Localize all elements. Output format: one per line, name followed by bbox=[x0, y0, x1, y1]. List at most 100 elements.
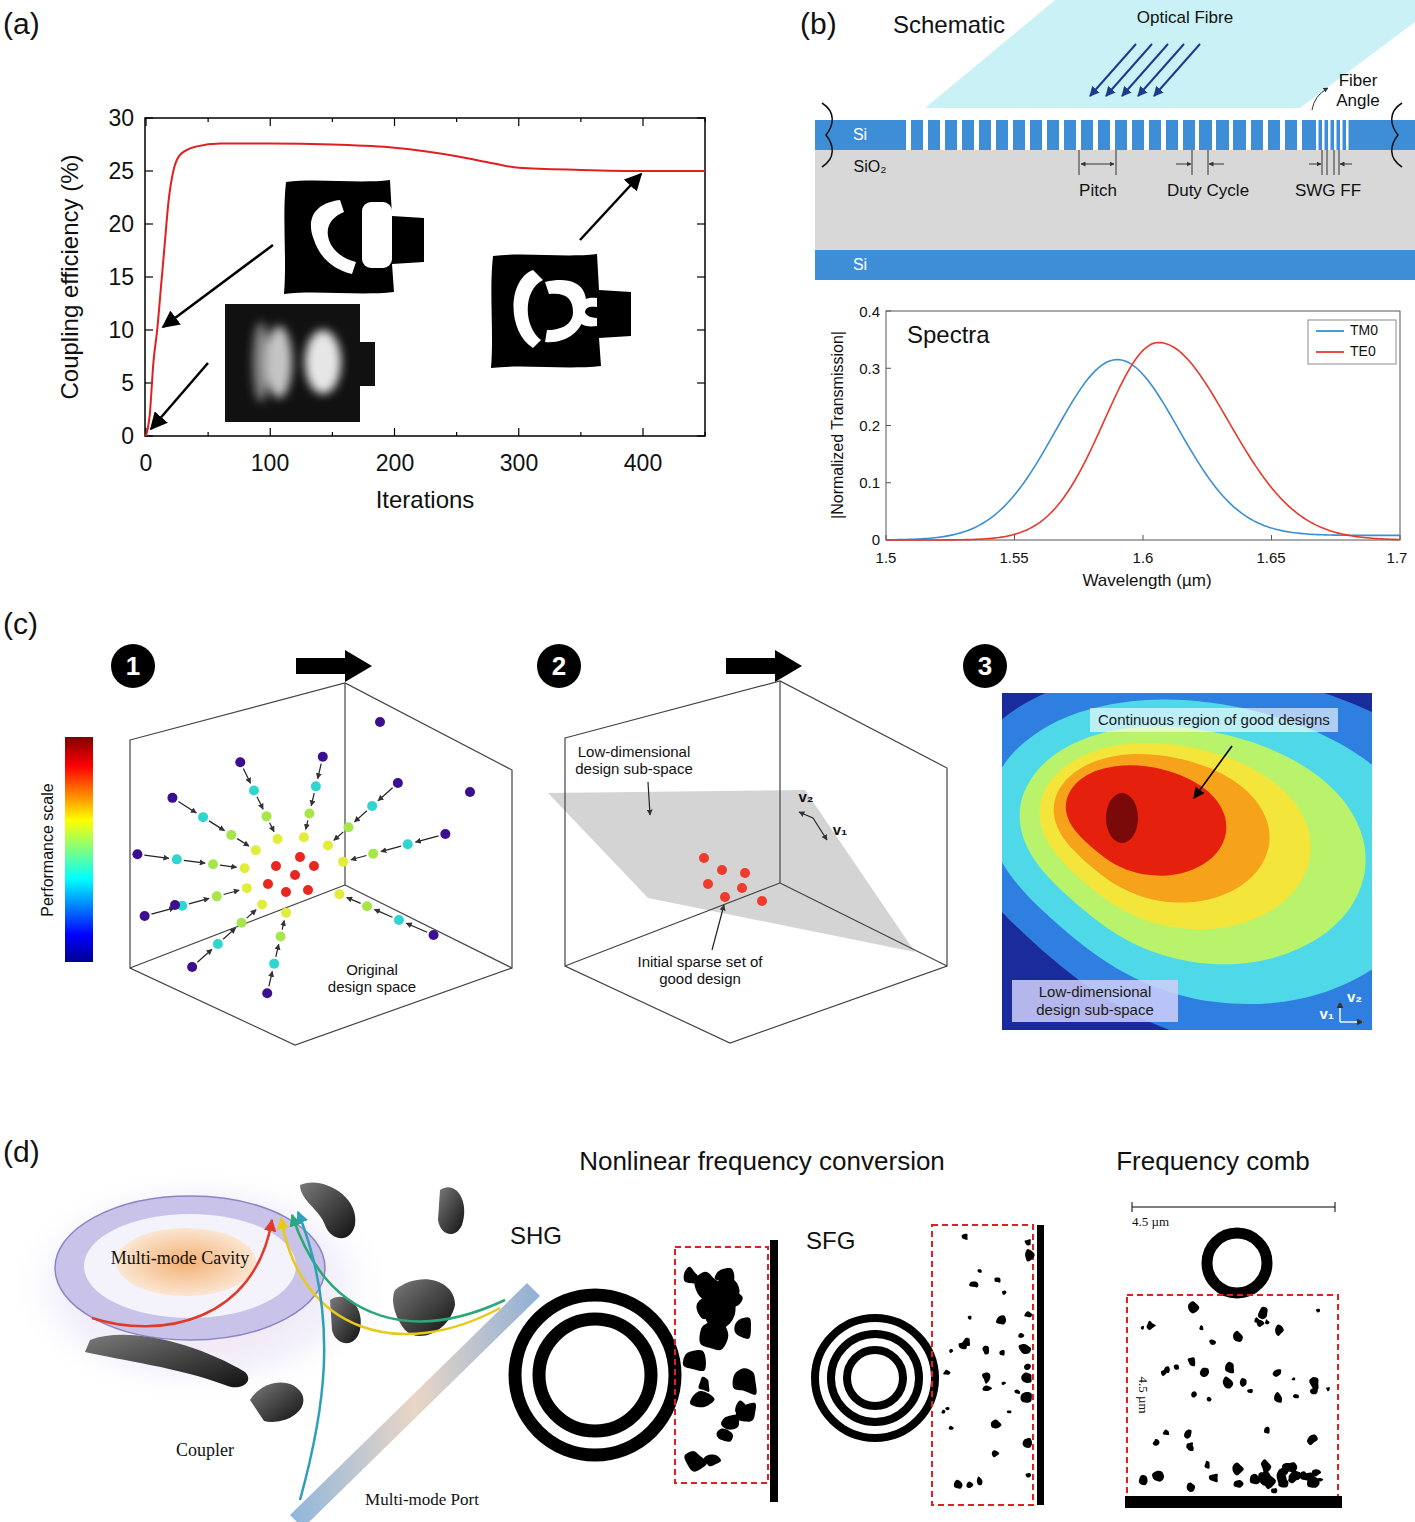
grating-gap bbox=[1195, 120, 1199, 150]
design-point bbox=[172, 854, 182, 864]
design-point bbox=[281, 887, 291, 897]
tick-label: 100 bbox=[251, 450, 289, 476]
part-label: Multi-mode Port bbox=[365, 1490, 479, 1510]
material-blob bbox=[991, 1419, 1002, 1428]
step-number-circle: 1 bbox=[111, 644, 155, 688]
tick-label: 1.7 bbox=[1387, 549, 1408, 566]
tick bbox=[394, 118, 395, 126]
design-point bbox=[257, 899, 267, 909]
vector-label: v₁ bbox=[833, 821, 848, 838]
dimension-marks bbox=[1334, 150, 1335, 175]
material-blob bbox=[1026, 1473, 1032, 1478]
material-blob bbox=[1024, 1311, 1032, 1317]
cavity-illustration bbox=[393, 1279, 455, 1336]
legend-line bbox=[1316, 330, 1344, 332]
tick bbox=[145, 170, 153, 171]
material-blob bbox=[968, 1316, 972, 1320]
move-arrow bbox=[184, 860, 205, 863]
light-arrows bbox=[1154, 44, 1200, 96]
tick bbox=[208, 118, 209, 122]
grating-gap bbox=[1144, 120, 1149, 150]
material-blob bbox=[736, 1403, 756, 1422]
design-point bbox=[303, 885, 313, 895]
design-point bbox=[299, 832, 309, 842]
material-blob bbox=[1209, 1474, 1218, 1482]
material-blob bbox=[1326, 1387, 1330, 1391]
contour-level bbox=[1040, 743, 1311, 930]
tick bbox=[886, 311, 891, 312]
pointer-arrow bbox=[151, 363, 208, 429]
design-point bbox=[272, 834, 282, 844]
grating-teeth bbox=[906, 120, 1349, 150]
tick bbox=[697, 117, 705, 118]
design-cube bbox=[344, 683, 345, 885]
contour-map bbox=[1002, 693, 1372, 1030]
sfg-device bbox=[815, 1318, 935, 1438]
material-blob bbox=[1021, 1372, 1031, 1382]
grating-gap bbox=[923, 120, 928, 150]
move-arrow bbox=[374, 909, 392, 917]
design-point bbox=[132, 849, 142, 859]
material-blob bbox=[1188, 1357, 1196, 1366]
move-arrow bbox=[223, 928, 235, 939]
design-inset bbox=[253, 322, 341, 402]
material-blob bbox=[1163, 1429, 1169, 1435]
material-blob bbox=[996, 1315, 1006, 1324]
material-blob bbox=[733, 1368, 757, 1395]
move-arrow bbox=[237, 839, 249, 846]
material-blob bbox=[1275, 1324, 1284, 1336]
design-point bbox=[262, 811, 272, 821]
tick bbox=[697, 329, 705, 330]
move-arrow bbox=[224, 890, 240, 894]
efficiency-curve bbox=[146, 143, 705, 436]
grating-gap bbox=[1263, 120, 1268, 150]
tick bbox=[642, 428, 643, 436]
contour-level bbox=[1020, 726, 1366, 964]
good-designs bbox=[703, 879, 713, 889]
material-blob bbox=[1265, 1319, 1270, 1324]
design-point bbox=[198, 812, 208, 822]
design-point bbox=[311, 781, 321, 791]
dimension-marks bbox=[1079, 150, 1080, 175]
tick-label: 0.1 bbox=[859, 474, 880, 491]
design-inset bbox=[305, 330, 341, 394]
good-designs bbox=[717, 865, 727, 875]
layer-label: SiO₂ bbox=[854, 158, 887, 176]
material-blob bbox=[982, 1346, 989, 1355]
leader-line bbox=[1194, 746, 1232, 798]
contour-level bbox=[1054, 754, 1270, 902]
comb-device bbox=[1132, 1207, 1335, 1208]
move-arrow bbox=[406, 923, 427, 932]
design-cube bbox=[565, 681, 947, 1043]
move-arrow bbox=[269, 971, 273, 986]
step-number-circle: 3 bbox=[963, 644, 1007, 688]
sfg-device bbox=[815, 1225, 1044, 1505]
design-point bbox=[290, 870, 300, 880]
material-blob bbox=[999, 1350, 1004, 1356]
material-blob bbox=[1292, 1378, 1296, 1381]
tick bbox=[886, 425, 891, 426]
sfg-device bbox=[847, 1350, 903, 1406]
axis-ticks bbox=[886, 311, 1400, 540]
grating-gap bbox=[940, 120, 945, 150]
tick bbox=[332, 118, 333, 122]
dimension-marks bbox=[1312, 88, 1328, 110]
material-blob bbox=[1277, 1469, 1287, 1486]
move-arrow bbox=[276, 944, 279, 957]
part-label: Optical Fibre bbox=[1137, 8, 1233, 28]
pointer-arrow bbox=[163, 245, 273, 327]
dimension-label: SWG FF bbox=[1295, 181, 1361, 201]
step-number: 3 bbox=[978, 653, 992, 679]
pointer-arrow bbox=[580, 174, 641, 240]
swg-gap bbox=[1328, 120, 1331, 150]
tick bbox=[697, 435, 705, 436]
tick-label: 1.5 bbox=[876, 549, 897, 566]
dimension-label: Duty Cycle bbox=[1167, 181, 1249, 201]
move-arrow bbox=[282, 921, 284, 930]
design-point bbox=[304, 809, 314, 819]
leader-line bbox=[648, 782, 650, 815]
move-arrow bbox=[270, 823, 274, 832]
dimension-marks bbox=[1322, 150, 1323, 175]
